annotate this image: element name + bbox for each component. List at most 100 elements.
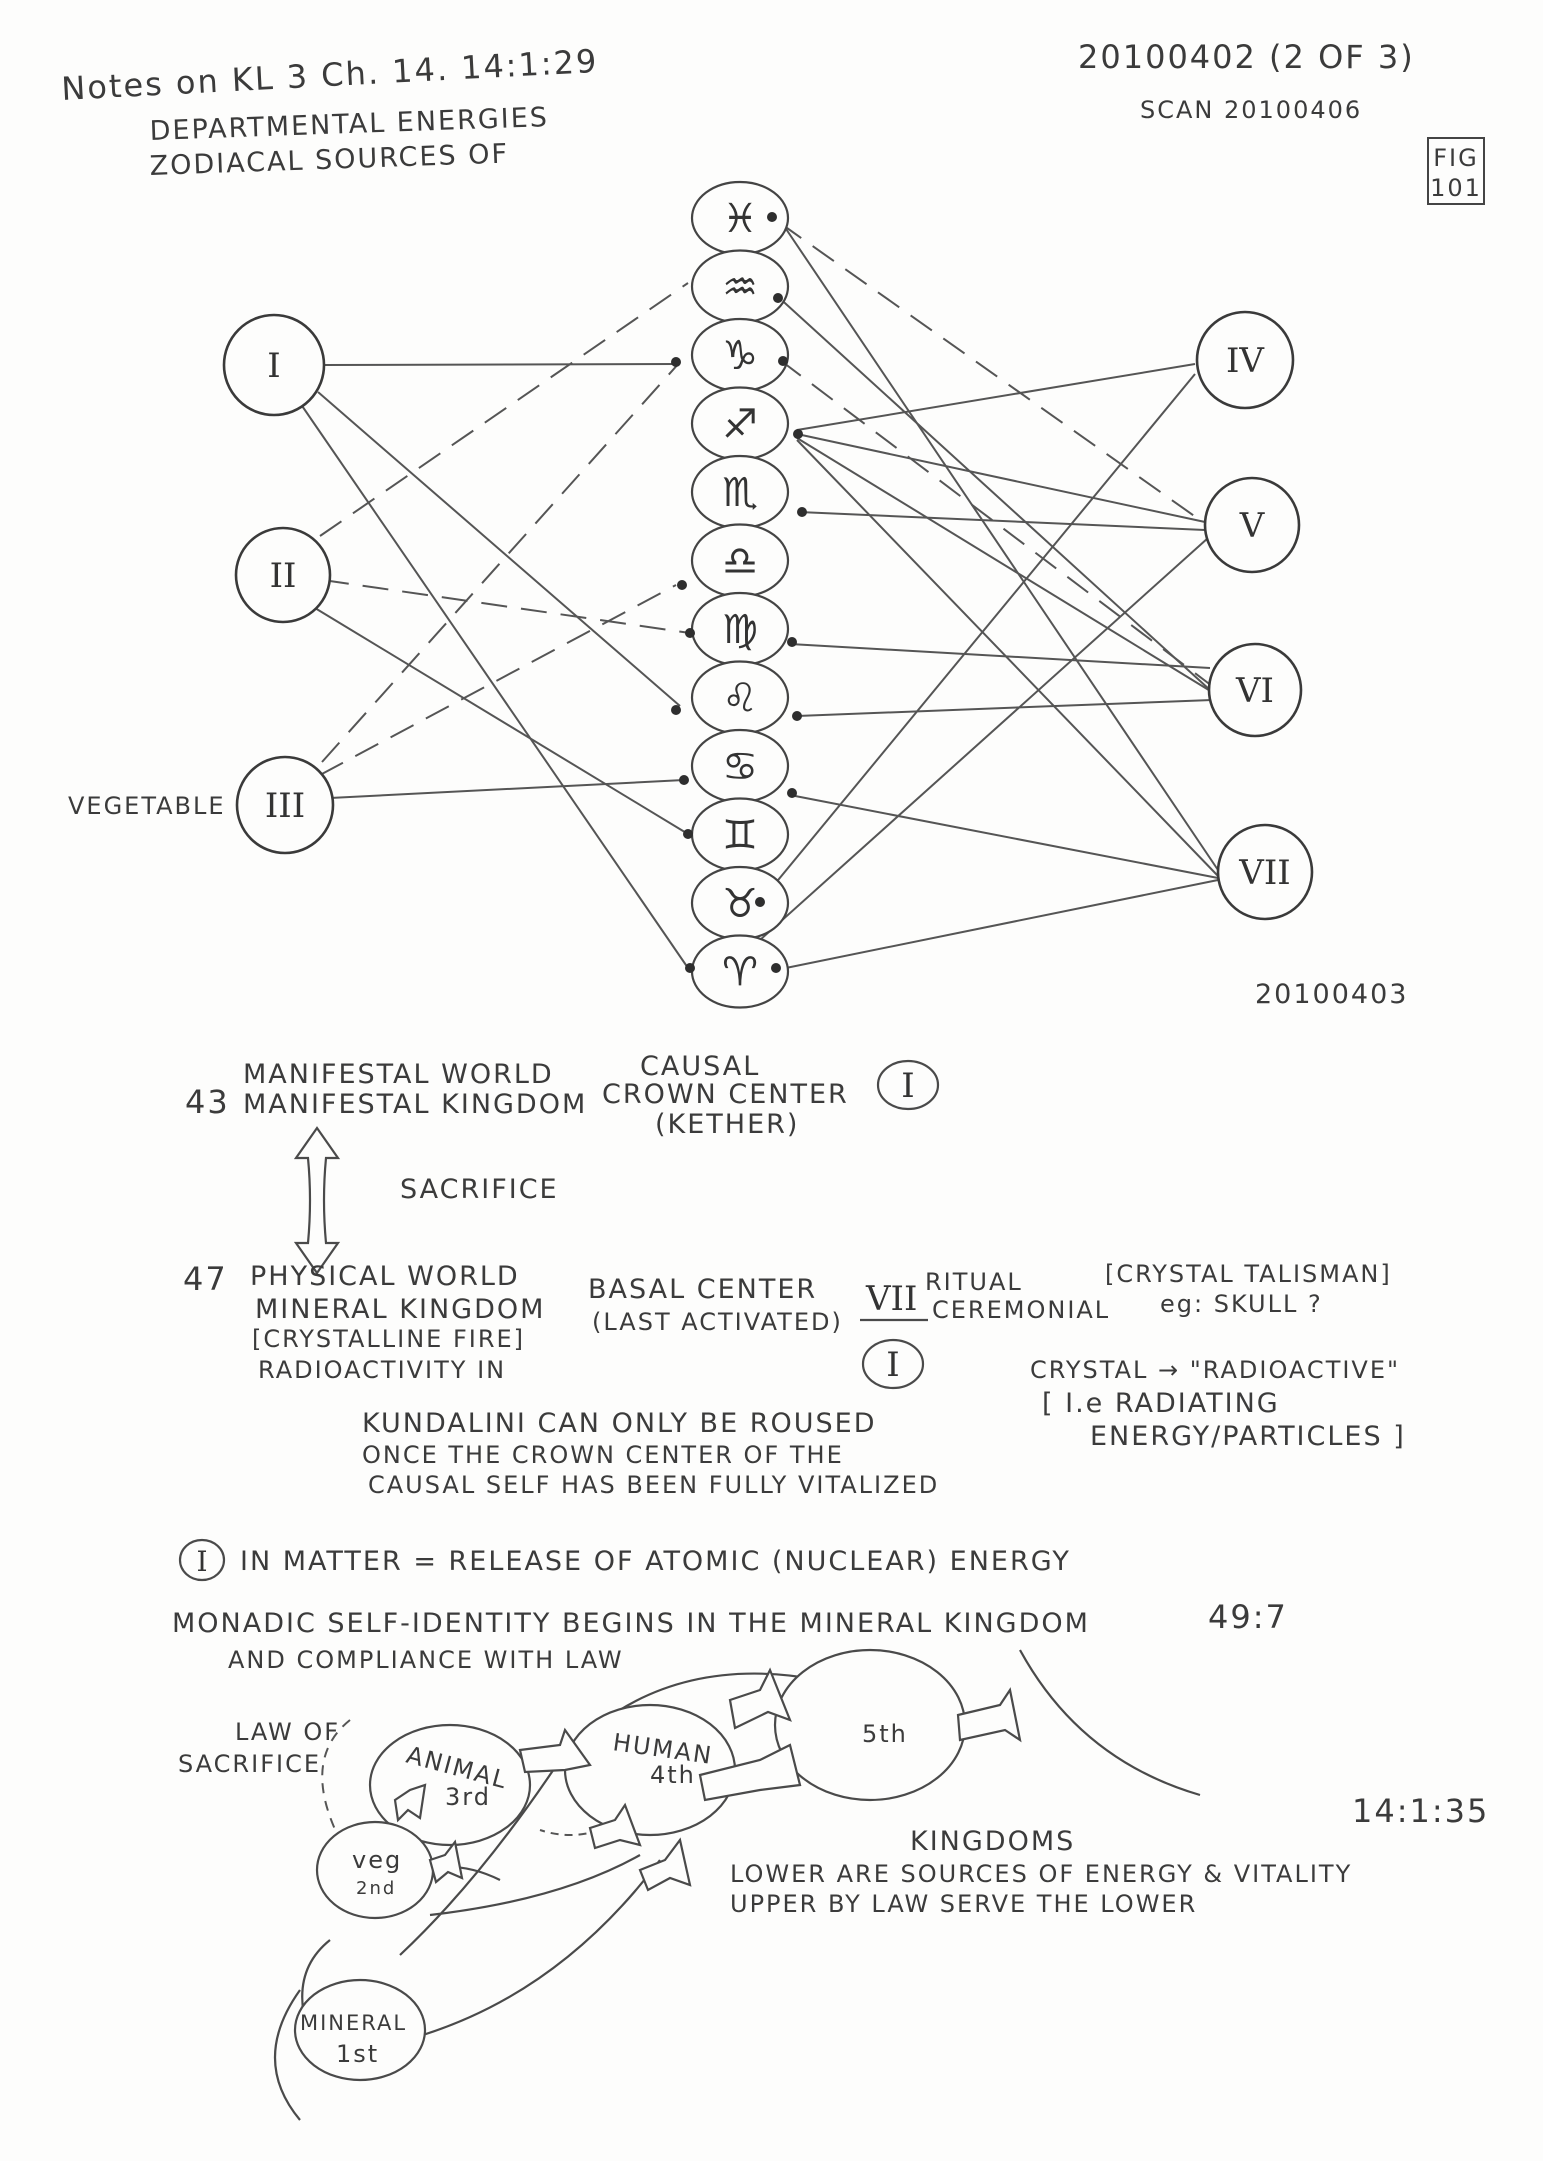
crystalline-fire-text: [CRYSTALLINE FIRE] bbox=[252, 1325, 525, 1353]
mineral-label: MINERAL bbox=[300, 2011, 407, 2035]
kether-text: (KETHER) bbox=[655, 1109, 799, 1140]
causal-text: CAUSAL bbox=[640, 1051, 760, 1082]
veg-order: 2nd bbox=[356, 1878, 396, 1899]
sacrifice-text: SACRIFICE bbox=[400, 1174, 559, 1205]
department-node-vii: VII bbox=[1216, 823, 1314, 921]
department-node-v: V bbox=[1203, 476, 1301, 574]
animal-order: 3rd bbox=[445, 1783, 491, 1811]
radiating-text: [ I.e RADIATING bbox=[1042, 1388, 1280, 1419]
energy-particles-text: ENERGY/PARTICLES ] bbox=[1090, 1421, 1406, 1452]
reference-14-1-35: 14:1:35 bbox=[1352, 1792, 1489, 1830]
last-activated-text: (LAST ACTIVATED) bbox=[592, 1308, 843, 1336]
basal-center-text: BASAL CENTER bbox=[588, 1274, 817, 1305]
mineral-kingdom-bubble bbox=[293, 1978, 427, 2082]
zodiac-sign-node: ♊ bbox=[690, 797, 790, 872]
monadic-line-1: MONADIC SELF-IDENTITY BEGINS IN THE MINE… bbox=[172, 1608, 1090, 1639]
zodiac-glyph: ♎ bbox=[722, 539, 758, 585]
department-node-vi: VI bbox=[1207, 642, 1303, 738]
scan-date-label: SCAN 20100406 bbox=[1140, 96, 1362, 124]
department-label: III bbox=[265, 786, 305, 826]
zodiac-sign-node: ♋ bbox=[690, 728, 790, 804]
kingdoms-heading: KINGDOMS bbox=[910, 1826, 1075, 1857]
connection-dots bbox=[671, 212, 807, 973]
zodiac-sign-node: ♓ bbox=[690, 180, 790, 256]
numeral-vii: VII bbox=[865, 1279, 917, 1319]
department-node-iv: IV bbox=[1195, 310, 1295, 410]
vegetable-note: VEGETABLE bbox=[68, 792, 226, 820]
diagram-date-stamp: 20100403 bbox=[1255, 979, 1408, 1010]
zodiac-glyph: ♋ bbox=[722, 744, 758, 790]
law-sacrifice-text: SACRIFICE bbox=[178, 1750, 321, 1778]
zodiac-sign-node: ♉ bbox=[690, 865, 790, 941]
zodiac-sign-node: ♏ bbox=[690, 454, 790, 530]
left-departments: I II III VEGETABLE bbox=[68, 313, 335, 855]
zodiac-glyph: ♏ bbox=[722, 470, 758, 516]
crystal-talisman-text: [CRYSTAL TALISMAN] bbox=[1105, 1260, 1392, 1288]
department-node-ii: II bbox=[234, 526, 332, 624]
zodiac-column: ♓ ♒ ♑ ♐ ♏ ♎ ♍ ♌ ♋ ♊ ♉ ♈ bbox=[690, 180, 790, 1009]
mineral-kingdom-text: MINERAL KINGDOM bbox=[255, 1294, 545, 1325]
in-matter-numeral: I bbox=[196, 1545, 207, 1578]
kundalini-line-3: CAUSAL SELF HAS BEEN FULLY VITALIZED bbox=[368, 1471, 939, 1499]
zodiac-sign-node: ♒ bbox=[690, 249, 790, 324]
department-label: V bbox=[1239, 506, 1266, 546]
mineral-order: 1st bbox=[336, 2040, 379, 2068]
plane-number-43: 43 bbox=[185, 1083, 230, 1121]
zodiac-glyph: ♑ bbox=[722, 333, 758, 379]
zodiac-sign-node: ♎ bbox=[690, 523, 790, 598]
kingdoms-line-2: UPPER BY LAW SERVE THE LOWER bbox=[730, 1890, 1197, 1918]
right-departments: IV V VI VII bbox=[1195, 310, 1314, 921]
zodiac-glyph: ♓ bbox=[722, 196, 758, 242]
crown-center-text: CROWN CENTER bbox=[602, 1079, 849, 1110]
department-node-i: I bbox=[222, 313, 326, 417]
ritual-text: RITUAL bbox=[925, 1268, 1023, 1296]
kundalini-line-1: KUNDALINI CAN ONLY BE ROUSED bbox=[362, 1408, 877, 1439]
zodiac-sign-node: ♑ bbox=[690, 317, 790, 393]
figure-number-box bbox=[1427, 137, 1485, 205]
header: Notes on KL 3 Ch. 14. 14:1:29 DEPARTMENT… bbox=[60, 38, 1485, 205]
animal-kingdom-bubble bbox=[368, 1723, 532, 1847]
kundalini-line-2: ONCE THE CROWN CENTER OF THE bbox=[362, 1441, 844, 1469]
human-order: 4th bbox=[650, 1761, 696, 1789]
zodiac-glyph: ♒ bbox=[722, 265, 758, 311]
departmental-links bbox=[297, 219, 1219, 971]
sacrifice-double-arrow bbox=[293, 1126, 341, 1275]
notes-section: MANIFESTAL WORLD 43 MANIFESTAL KINGDOM C… bbox=[172, 1051, 1406, 1674]
department-label: VII bbox=[1238, 853, 1290, 893]
zodiac-glyph: ♍ bbox=[722, 607, 758, 653]
zodiac-sign-node: ♌ bbox=[690, 660, 790, 735]
zodiac-glyph: ♌ bbox=[722, 676, 758, 722]
department-label: II bbox=[270, 556, 297, 596]
department-label: IV bbox=[1226, 341, 1265, 381]
physical-world-text: PHYSICAL WORLD bbox=[250, 1261, 520, 1292]
crystal-radioactive-text: CRYSTAL → "RADIOACTIVE" bbox=[1030, 1356, 1400, 1384]
skull-example-text: eg: SKULL ? bbox=[1160, 1290, 1323, 1318]
zodiac-glyph: ♊ bbox=[722, 813, 758, 859]
reference-49-7: 49:7 bbox=[1208, 1598, 1288, 1636]
department-label: VI bbox=[1235, 671, 1274, 711]
kingdoms-line-1: LOWER ARE SOURCES OF ENERGY & VITALITY bbox=[730, 1860, 1352, 1888]
law-of-text: LAW OF bbox=[235, 1718, 340, 1746]
manifestal-kingdom-text: MANIFESTAL KINGDOM bbox=[243, 1089, 587, 1120]
department-label: I bbox=[267, 346, 280, 386]
kingdoms-sketch: LAW OF SACRIFICE ANIMAL 3rd HUMAN 4th 5t… bbox=[178, 1648, 1489, 2121]
ceremonial-text: CEREMONIAL bbox=[932, 1296, 1110, 1324]
figure-label: FIG bbox=[1433, 144, 1478, 172]
manifestal-world-text: MANIFESTAL WORLD bbox=[243, 1059, 554, 1090]
radioactivity-text: RADIOACTIVITY IN bbox=[258, 1356, 506, 1384]
page-title: Notes on KL 3 Ch. 14. 14:1:29 bbox=[60, 42, 599, 108]
crown-numeral: I bbox=[901, 1066, 914, 1106]
zodiac-glyph: ♉ bbox=[722, 881, 758, 927]
zodiac-sign-node: ♍ bbox=[690, 591, 790, 667]
date-label: 20100402 (2 OF 3) bbox=[1078, 38, 1415, 76]
zodiac-sign-node: ♈ bbox=[690, 934, 790, 1009]
veg-label: veg bbox=[352, 1846, 402, 1874]
department-node-iii: III bbox=[235, 755, 335, 855]
plane-number-47: 47 bbox=[183, 1260, 228, 1298]
in-matter-text: IN MATTER = RELEASE OF ATOMIC (NUCLEAR) … bbox=[240, 1546, 1071, 1577]
monadic-line-2: AND COMPLIANCE WITH LAW bbox=[228, 1646, 624, 1674]
zodiac-glyph: ♐ bbox=[722, 402, 758, 448]
numeral-i: I bbox=[886, 1345, 899, 1385]
